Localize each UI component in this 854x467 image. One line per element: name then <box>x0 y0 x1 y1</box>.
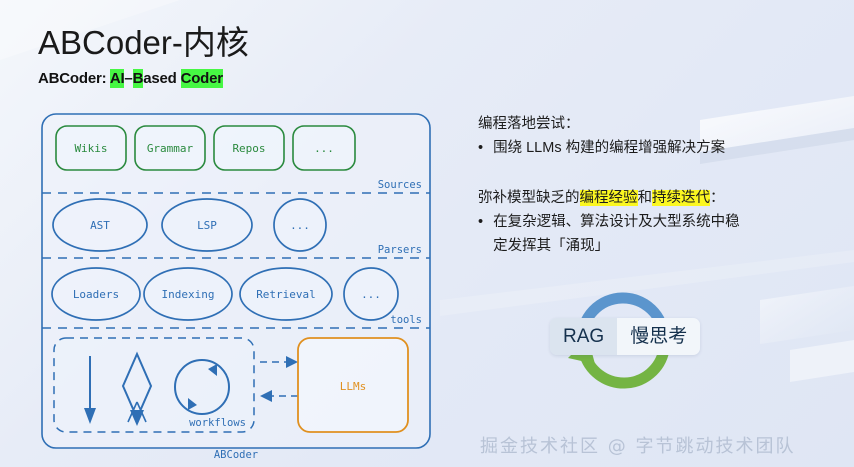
heading-pre: 弥补模型缺乏的 <box>478 190 580 206</box>
rag-slow-thinking-cycle: RAG 慢思考 <box>538 288 708 400</box>
zone-label-sources: Sources <box>378 179 422 191</box>
bullet-marker: • <box>478 140 484 156</box>
diagram-caption: ABCoder <box>214 449 258 460</box>
cycle-pill-slow-thinking: 慢思考 <box>617 318 701 355</box>
zone-label-tools: tools <box>390 314 422 326</box>
tools-row: Loaders Indexing Retrieval ... <box>51 267 399 321</box>
llms-label: LLMs <box>340 380 367 393</box>
subtitle-highlight-coder: Coder <box>180 69 223 88</box>
subtitle-prefix: ABCoder: <box>38 70 110 87</box>
zone-label-parsers: Parsers <box>378 244 422 256</box>
workflow-sequence-icon <box>84 356 96 424</box>
heading-highlight-1: 编程经验 <box>579 190 638 206</box>
note-block-programming: 编程落地尝试： • 围绕 LLMs 构建的编程增强解决方案 <box>478 112 828 160</box>
subtitle-highlight-b: B <box>132 69 144 88</box>
workflow-branch-icon <box>121 351 153 426</box>
zone-label-workflows: workflows <box>189 417 246 429</box>
source-label-1: Grammar <box>147 142 194 155</box>
source-label-3: ... <box>314 142 334 155</box>
tool-label-3: ... <box>361 288 381 301</box>
note-bullet-1: • 围绕 LLMs 构建的编程增强解决方案 <box>478 136 828 160</box>
parsers-row: AST LSP ... <box>52 198 327 252</box>
heading-mid: 和 <box>637 190 653 206</box>
heading-post: ： <box>710 190 725 206</box>
note-heading-2: 弥补模型缺乏的编程经验和持续迭代： <box>478 186 828 210</box>
tool-label-2: Retrieval <box>256 288 316 301</box>
note-heading-1: 编程落地尝试： <box>478 116 580 132</box>
bullet-text: 围绕 LLMs 构建的编程增强解决方案 <box>493 140 726 156</box>
bullet-line-2: 定发挥其「涌现」 <box>493 238 610 254</box>
watermark: 掘金技术社区 @ 字节跳动技术团队 <box>480 436 796 457</box>
llms-box: LLMs <box>297 337 409 433</box>
source-label-0: Wikis <box>74 142 107 155</box>
sources-row: Wikis Grammar Repos ... <box>55 125 356 171</box>
subtitle-dash: – <box>124 70 133 87</box>
cycle-pill-group: RAG 慢思考 <box>550 318 701 355</box>
page-subtitle: ABCoder: AI–Based Coder <box>38 69 223 88</box>
abcoder-architecture-diagram: Wikis Grammar Repos ... Sources AST LSP … <box>36 110 436 460</box>
workflow-llm-connectors <box>260 356 298 402</box>
source-label-2: Repos <box>232 142 265 155</box>
tool-label-0: Loaders <box>73 288 119 301</box>
workflow-loop-icon <box>174 359 230 415</box>
workflows-group: workflows <box>53 337 255 433</box>
bullet-marker: • <box>478 214 484 230</box>
parser-label-0: AST <box>90 219 110 232</box>
tool-label-1: Indexing <box>162 288 215 301</box>
subtitle-plain: ased <box>143 70 181 87</box>
parser-label-2: ... <box>290 219 310 232</box>
note-bullet-2: • 在复杂逻辑、算法设计及大型系统中稳 定发挥其「涌现」 <box>478 210 828 258</box>
page-title: ABCoder-内核 <box>38 24 249 61</box>
cycle-pill-rag: RAG <box>550 318 618 355</box>
bullet-text: 在复杂逻辑、算法设计及大型系统中稳 定发挥其「涌现」 <box>493 210 828 258</box>
parser-label-1: LSP <box>197 219 217 232</box>
subtitle-highlight-ai: AI <box>109 69 125 88</box>
note-block-model-gap: 弥补模型缺乏的编程经验和持续迭代： • 在复杂逻辑、算法设计及大型系统中稳 定发… <box>478 186 828 258</box>
heading-highlight-2: 持续迭代 <box>652 190 710 206</box>
bullet-line-1: 在复杂逻辑、算法设计及大型系统中稳 <box>493 214 740 230</box>
